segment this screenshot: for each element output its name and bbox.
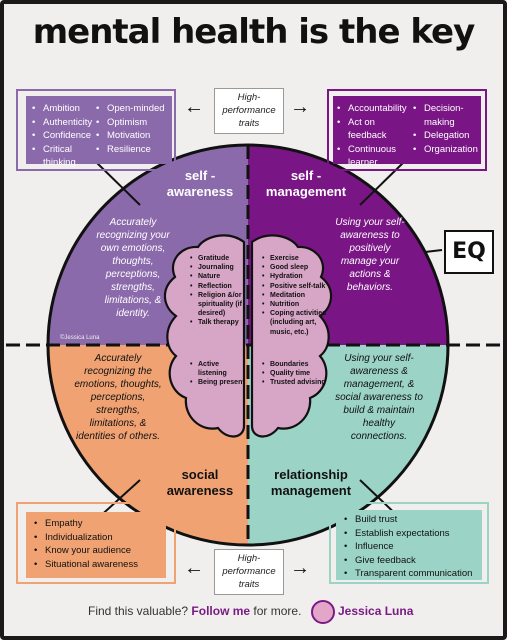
traits-col-2: Open-minded Optimism Motivation Resilien…	[96, 102, 165, 156]
trait-item: Ambition	[32, 102, 92, 116]
brain-item: Good sleep	[262, 263, 330, 272]
relationship-management-description: Using your self-awareness & management, …	[335, 353, 423, 442]
trait-item: Establish expectations	[344, 527, 482, 541]
watermark: ©Jessica Luna	[60, 335, 100, 341]
trait-item: Critical thinking	[32, 143, 91, 170]
trait-item: Confidence	[32, 129, 92, 143]
trait-item: Situational awareness	[34, 558, 166, 572]
brain-item: Being present	[190, 378, 248, 387]
brain-list-bottom-left: Active listening Being present	[190, 360, 248, 388]
footer-prefix: Find this valuable?	[88, 604, 189, 618]
trait-box-frames	[16, 89, 489, 584]
traits-self-management-box: Accountability Act on feedback Continuou…	[333, 96, 481, 168]
brain-item: Quality time	[262, 369, 330, 378]
trait-item: Motivation	[96, 129, 165, 143]
social-awareness-label: social awareness	[166, 467, 234, 498]
trait-item: Delegation	[413, 129, 481, 143]
footer-suffix: for more.	[253, 604, 302, 618]
self-awareness-label: self - awareness	[166, 168, 234, 199]
high-performance-label-bottom: High-performance traits	[214, 549, 284, 595]
brain-item: Meditation	[262, 291, 330, 300]
arrow-left-icon: ←	[184, 96, 204, 118]
brain-item: Hydration	[262, 272, 330, 281]
brain-item: Nutrition	[262, 300, 330, 309]
traits-col-1: Accountability Act on feedback Continuou…	[337, 102, 411, 170]
arrow-right-icon: →	[290, 557, 310, 579]
trait-item: Resilience	[96, 143, 165, 157]
trait-item: Influence	[344, 540, 482, 554]
traits-list: Empathy Individualization Know your audi…	[34, 517, 166, 571]
brain-item: Religion &/or spirituality (if desired)	[190, 291, 246, 319]
brain-item: Coping activities (including art, music,…	[262, 309, 330, 337]
trait-item: Optimism	[96, 116, 165, 130]
traits-col-2: Decision-making Delegation Organization	[413, 102, 481, 156]
relationship-management-label: relationship management	[270, 467, 352, 498]
brain-item: Active listening	[190, 360, 248, 378]
brain-list-top-left: Gratitude Journaling Nature Reflection R…	[190, 254, 246, 328]
brain-item: Trusted advising	[262, 378, 330, 387]
arrow-left-icon: ←	[184, 557, 204, 579]
page-title: mental health is the key	[32, 12, 476, 52]
trait-item: Decision-making	[413, 102, 468, 129]
trait-item: Transparent communication	[344, 567, 482, 581]
avatar[interactable]	[311, 600, 335, 624]
footer-text: Find this valuable? Follow me for more.	[88, 604, 301, 618]
social-awareness-description: Accurately recognizing the emotions, tho…	[74, 353, 162, 442]
brain-list-top-right: Exercise Good sleep Hydration Positive s…	[262, 254, 330, 337]
trait-item: Accountability	[337, 102, 411, 116]
trait-item: Authenticity	[32, 116, 92, 130]
trait-item: Know your audience	[34, 544, 166, 558]
trait-item: Organization	[413, 143, 481, 157]
traits-list: Build trust Establish expectations Influ…	[344, 513, 482, 581]
trait-item: Continuous learner	[337, 143, 404, 170]
self-management-description: Using your self-awareness to positively …	[335, 217, 405, 293]
trait-item: Give feedback	[344, 554, 482, 568]
author-name[interactable]: Jessica Luna	[338, 604, 414, 618]
traits-col-1: Ambition Authenticity Confidence Critica…	[32, 102, 92, 170]
brain-item: Exercise	[262, 254, 330, 263]
arrow-right-icon: →	[290, 96, 310, 118]
self-management-label: self - management	[265, 168, 347, 199]
trait-item: Empathy	[34, 517, 166, 531]
brain-item: Positive self-talk	[262, 282, 330, 291]
brain-item: Journaling	[190, 263, 246, 272]
trait-item: Individualization	[34, 531, 166, 545]
trait-item: Act on feedback	[337, 116, 392, 143]
trait-item: Build trust	[344, 513, 482, 527]
traits-self-awareness-box: Ambition Authenticity Confidence Critica…	[26, 96, 172, 168]
traits-relationship-management-box: Build trust Establish expectations Influ…	[336, 510, 482, 580]
brain-item: Nature	[190, 272, 246, 281]
eq-label: EQ	[444, 230, 494, 274]
self-awareness-description: Accurately recognizing your own emotions…	[96, 217, 170, 319]
follow-link[interactable]: Follow me	[191, 604, 251, 618]
trait-item: Open-minded	[96, 102, 165, 116]
brain-item: Talk therapy	[190, 318, 246, 327]
high-performance-label-top: High-performance traits	[214, 88, 284, 134]
brain-item: Boundaries	[262, 360, 330, 369]
brain-item: Gratitude	[190, 254, 246, 263]
brain-item: Reflection	[190, 282, 246, 291]
brain-list-bottom-right: Boundaries Quality time Trusted advising	[262, 360, 330, 388]
traits-social-awareness-box: Empathy Individualization Know your audi…	[26, 512, 166, 578]
